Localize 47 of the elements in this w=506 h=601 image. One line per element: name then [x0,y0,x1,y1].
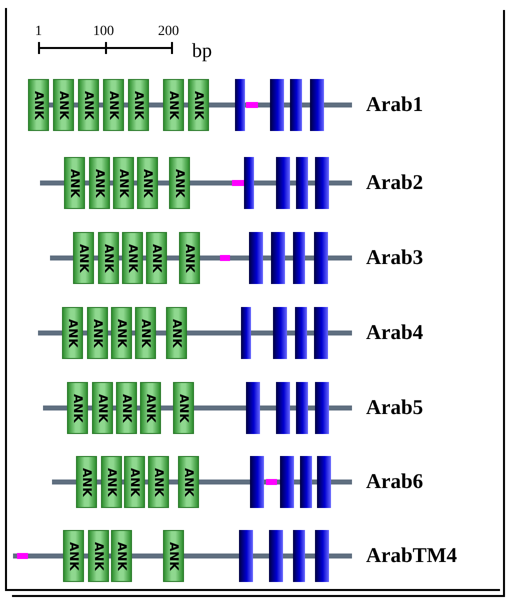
protein-name: Arab6 [366,469,424,493]
ank-repeat-box: ANK [188,79,209,131]
ank-repeat-box: ANK [53,79,74,131]
ank-repeat-box: ANK [128,79,149,131]
scale-tick-label: 200 [158,24,179,40]
ank-repeat-box: ANK [166,307,187,359]
ank-repeat-box: ANK [113,157,134,209]
ank-repeat-box: ANK [163,530,184,582]
ank-repeat-box: ANK [169,157,190,209]
scale-tick-label: 1 [35,24,42,40]
protein-name: Arab4 [366,320,424,344]
ank-repeat-box: ANK [124,456,145,508]
protein-name: Arab5 [366,395,424,419]
ank-repeat-box: ANK [88,530,109,582]
ank-repeat-box: ANK [135,307,156,359]
scale-tick-label: 100 [93,24,114,40]
ank-repeat-box: ANK [62,307,83,359]
ank-repeat-box: ANK [173,382,194,434]
ank-repeat-box: ANK [73,232,94,284]
ank-repeat-box: ANK [111,530,132,582]
protein-name: Arab3 [366,245,424,269]
ank-repeat-box: ANK [78,79,99,131]
unit-label: bp [192,40,212,62]
ank-repeat-box: ANK [140,382,161,434]
ank-repeat-box: ANK [116,382,137,434]
ank-repeat-box: ANK [179,232,200,284]
ank-repeat-box: ANK [76,456,97,508]
ank-repeat-box: ANK [111,307,132,359]
ank-repeat-box: ANK [89,157,110,209]
ank-repeat-box: ANK [63,530,84,582]
ank-repeat-box: ANK [92,382,113,434]
ank-repeat-box: ANK [178,456,199,508]
protein-name: Arab1 [366,92,424,116]
ank-repeat-box: ANK [122,232,143,284]
ank-repeat-box: ANK [87,307,108,359]
ank-repeat-box: ANK [163,79,184,131]
ank-repeat-box: ANK [103,79,124,131]
protein-name: ArabTM4 [366,543,457,567]
protein-name: Arab2 [366,170,424,194]
ank-repeat-box: ANK [101,456,122,508]
ank-repeat-box: ANK [64,157,85,209]
ank-repeat-box: ANK [28,79,49,131]
ank-repeat-box: ANK [67,382,88,434]
ank-repeat-box: ANK [137,157,158,209]
ank-repeat-box: ANK [146,232,167,284]
ank-repeat-box: ANK [148,456,169,508]
ank-repeat-box: ANK [98,232,119,284]
